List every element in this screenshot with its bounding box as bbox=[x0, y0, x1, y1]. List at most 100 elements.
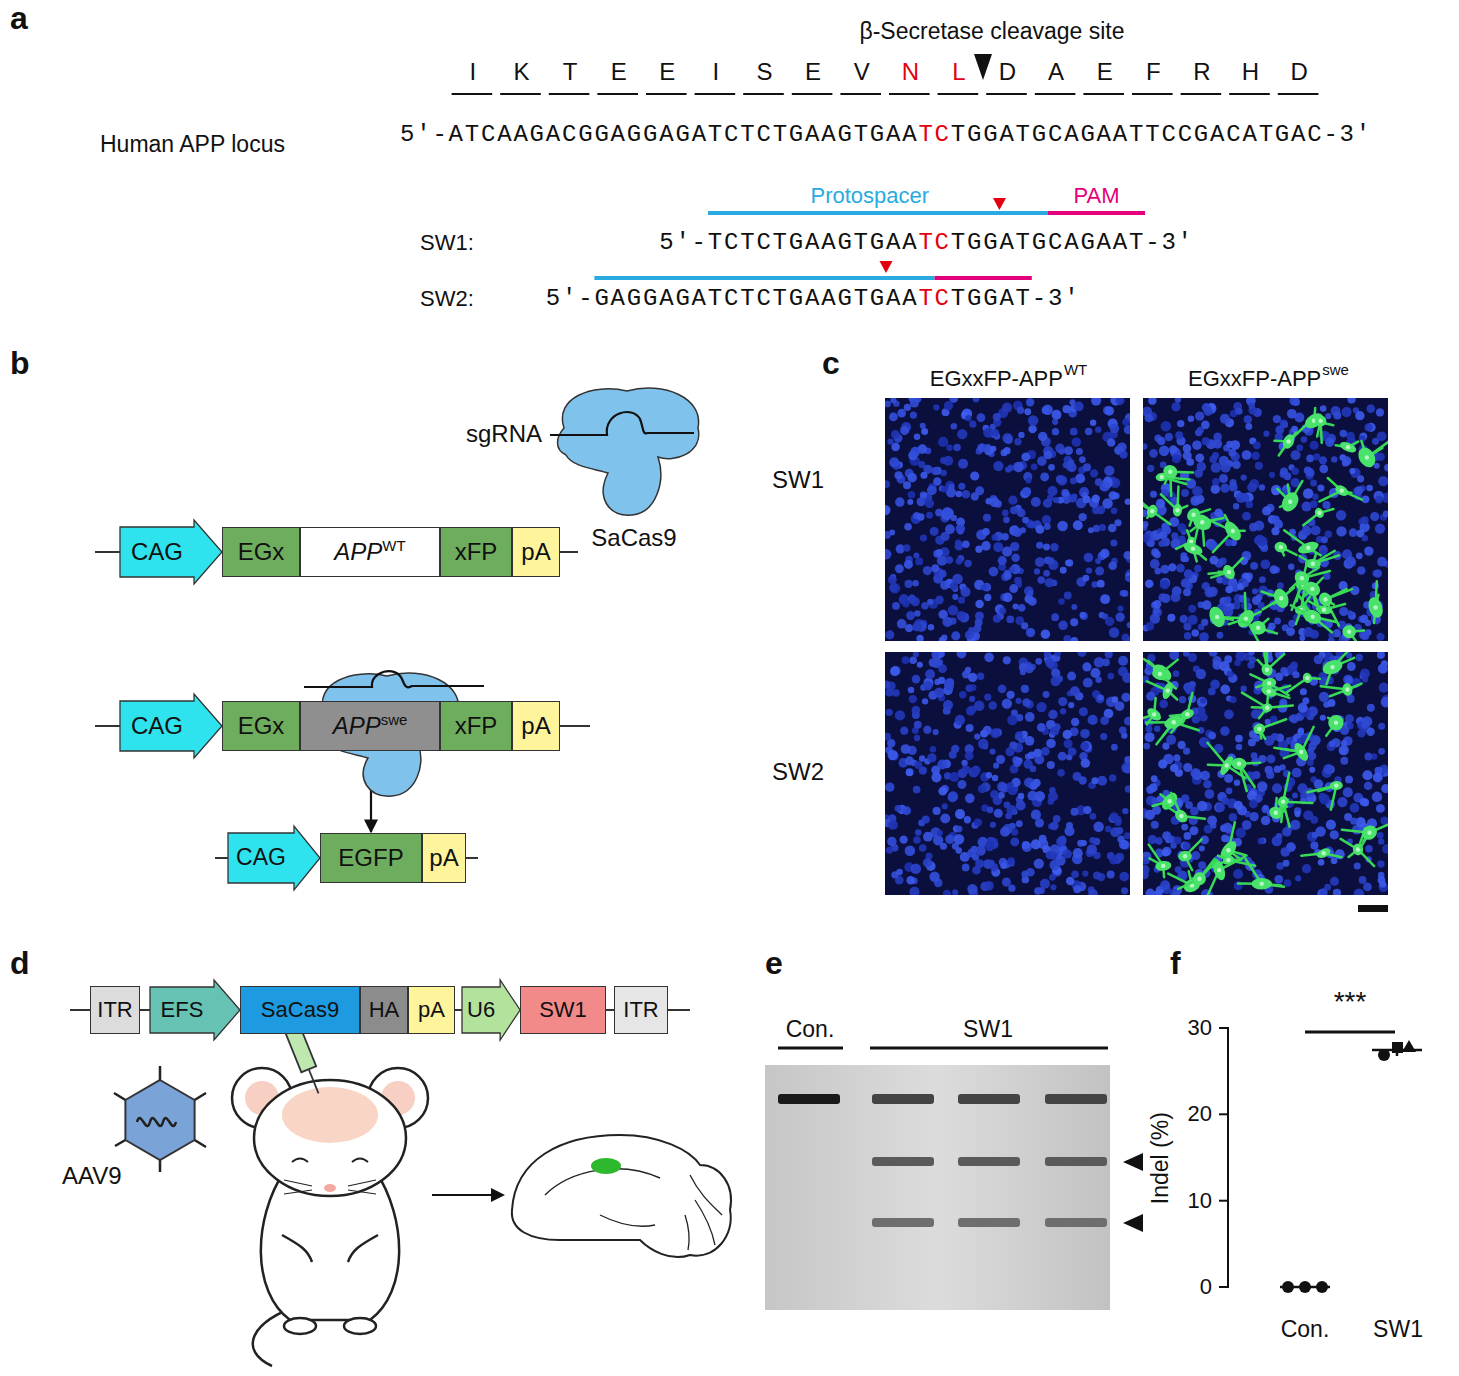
micrograph bbox=[1097, 580, 1105, 588]
micrograph bbox=[1143, 398, 1388, 641]
micrograph bbox=[885, 680, 891, 688]
micrograph bbox=[1072, 437, 1081, 446]
micrograph bbox=[1256, 594, 1262, 600]
micrograph bbox=[1356, 552, 1363, 559]
micrograph bbox=[1370, 512, 1379, 521]
micrograph bbox=[1013, 462, 1023, 472]
micrograph bbox=[1041, 629, 1050, 638]
micrograph bbox=[1227, 671, 1234, 678]
micrograph bbox=[1234, 801, 1243, 810]
micrograph bbox=[1148, 398, 1156, 405]
micrograph bbox=[1250, 562, 1258, 570]
micrograph bbox=[1042, 515, 1051, 524]
micrograph bbox=[1226, 787, 1233, 794]
micrograph bbox=[1283, 860, 1290, 867]
micrograph bbox=[1061, 489, 1069, 497]
micrograph bbox=[1145, 503, 1159, 519]
micrograph bbox=[1022, 841, 1030, 849]
micrograph bbox=[1355, 411, 1364, 420]
micrograph bbox=[1124, 756, 1130, 764]
micrograph bbox=[958, 483, 965, 490]
micrograph bbox=[1111, 744, 1118, 751]
micrograph bbox=[885, 480, 890, 488]
micrograph bbox=[892, 689, 900, 697]
micrograph bbox=[1356, 654, 1363, 661]
micrograph bbox=[1064, 739, 1073, 748]
micrograph bbox=[1109, 627, 1119, 637]
micrograph bbox=[913, 622, 923, 632]
micrograph bbox=[1030, 782, 1037, 789]
micrograph bbox=[1175, 508, 1179, 512]
codon-underline bbox=[792, 93, 833, 95]
micrograph bbox=[1015, 698, 1021, 704]
micrograph bbox=[1175, 398, 1181, 403]
micrograph bbox=[1080, 742, 1089, 751]
micrograph bbox=[1216, 632, 1223, 639]
micrograph bbox=[1379, 683, 1388, 693]
micrograph bbox=[1000, 827, 1010, 837]
micrograph bbox=[1117, 442, 1126, 451]
micrograph bbox=[1022, 842, 1032, 852]
micrograph bbox=[1042, 405, 1052, 415]
micrograph bbox=[1325, 530, 1333, 538]
micrograph bbox=[1289, 715, 1295, 721]
micrograph bbox=[887, 750, 897, 760]
micrograph bbox=[1090, 469, 1098, 477]
micrograph bbox=[1345, 714, 1354, 723]
micrograph bbox=[885, 549, 891, 560]
micrograph bbox=[933, 477, 941, 485]
micrograph bbox=[1043, 691, 1050, 698]
micrograph bbox=[1059, 449, 1065, 455]
micrograph bbox=[1318, 419, 1322, 423]
micrograph bbox=[1150, 491, 1157, 498]
micrograph bbox=[1092, 494, 1100, 502]
micrograph bbox=[1282, 827, 1292, 837]
micrograph bbox=[1098, 694, 1104, 700]
micrograph bbox=[1035, 818, 1044, 827]
micrograph bbox=[1034, 858, 1044, 868]
micrograph bbox=[993, 763, 999, 769]
micrograph bbox=[1168, 470, 1172, 474]
micrograph bbox=[1378, 838, 1384, 844]
micrograph bbox=[897, 619, 907, 629]
micrograph bbox=[1274, 837, 1281, 844]
micrograph bbox=[1022, 698, 1030, 706]
micrograph bbox=[931, 652, 939, 658]
micrograph bbox=[1025, 664, 1034, 673]
micrograph bbox=[1376, 804, 1385, 813]
micrograph bbox=[1035, 658, 1042, 665]
micrograph bbox=[1014, 438, 1021, 445]
micrograph bbox=[1160, 565, 1169, 574]
micrograph bbox=[1074, 401, 1084, 411]
micrograph bbox=[1347, 630, 1351, 634]
micrograph bbox=[1122, 673, 1130, 683]
micrograph bbox=[941, 509, 951, 519]
micrograph bbox=[1288, 564, 1294, 570]
micrograph bbox=[914, 735, 920, 741]
micrograph bbox=[1071, 493, 1077, 499]
micrograph bbox=[952, 889, 958, 895]
micrograph bbox=[1330, 877, 1339, 886]
micrograph bbox=[1378, 476, 1388, 486]
micrograph bbox=[1102, 658, 1110, 666]
micrograph bbox=[1145, 732, 1155, 742]
micrograph bbox=[885, 398, 1130, 641]
micrograph bbox=[988, 701, 997, 710]
micrograph bbox=[911, 863, 922, 874]
micrograph bbox=[885, 400, 891, 407]
micrograph bbox=[906, 876, 915, 885]
micrograph bbox=[1095, 426, 1101, 432]
micrograph bbox=[902, 656, 910, 664]
micrograph bbox=[1308, 752, 1316, 760]
micrograph bbox=[1377, 832, 1384, 839]
micrograph bbox=[1195, 412, 1204, 421]
micrograph bbox=[1087, 844, 1097, 854]
micrograph bbox=[904, 580, 912, 588]
micrograph bbox=[1274, 765, 1281, 772]
micrograph bbox=[1183, 748, 1190, 755]
micrograph bbox=[1204, 587, 1214, 597]
micrograph bbox=[1266, 771, 1274, 779]
micrograph bbox=[943, 890, 951, 895]
micrograph bbox=[1121, 693, 1130, 702]
